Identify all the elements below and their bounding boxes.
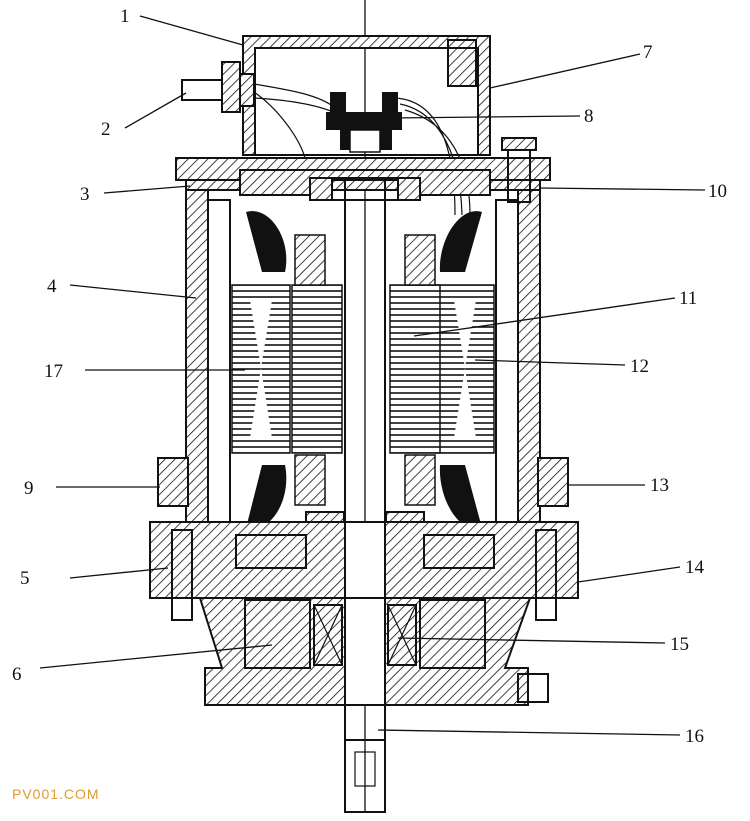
callout-11: 11 [679,288,697,309]
callout-6: 6 [12,664,22,685]
callout-9: 9 [24,478,34,499]
mounting-bracket [198,597,549,706]
motor-housing [175,137,551,536]
cable-gland [181,61,471,216]
callout-1: 1 [120,6,130,27]
stator-core [231,284,495,454]
callout-5: 5 [20,568,30,589]
callout-8: 8 [584,106,594,127]
callout-16: 16 [685,726,704,747]
junction-box-cover [242,35,491,156]
lifting-lug-right [537,457,569,507]
callout-4: 4 [47,276,57,297]
callout-14: 14 [685,557,705,578]
callout-2: 2 [101,119,111,140]
callout-3: 3 [80,184,90,205]
watermark: PV001.COM [12,786,100,802]
callout-labels: 1 2 3 4 5 6 7 8 9 10 11 12 13 14 15 16 1… [12,6,727,747]
mechanical-seal [313,604,417,666]
motor-shaft [344,179,386,813]
rotor-core [291,234,441,506]
terminal-block [326,92,402,153]
callout-17: 17 [44,361,63,382]
lifting-lug-left [157,457,189,507]
callout-10: 10 [708,181,727,202]
callout-7: 7 [643,42,653,63]
callout-15: 15 [670,634,689,655]
winding-end-turns [246,211,482,529]
lower-end-shield [149,521,579,621]
leader-lines [39,15,706,736]
callout-12: 12 [630,356,649,377]
callout-13: 13 [650,475,669,496]
